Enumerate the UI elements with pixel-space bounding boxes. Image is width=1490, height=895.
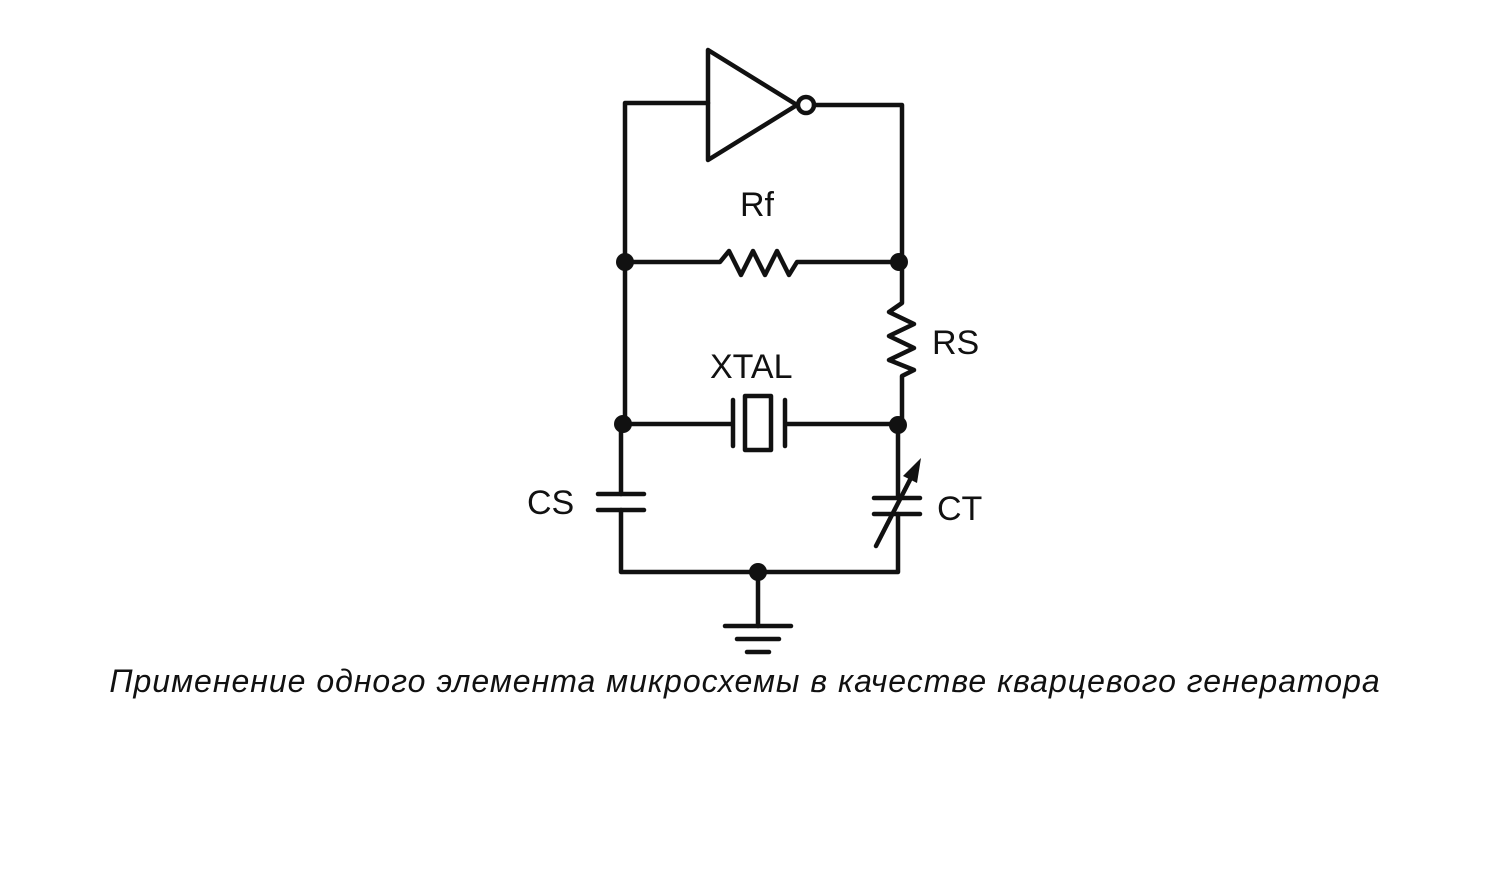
inverter-bubble <box>795 94 817 116</box>
trimmer-arrow-shaft <box>873 469 917 549</box>
figure-caption: Применение одного элемента микросхемы в … <box>109 663 1381 699</box>
junction-dot <box>616 253 634 271</box>
crystal-label: XTAL <box>710 348 793 386</box>
series-resistor: RS <box>886 259 979 428</box>
inverter-gate <box>622 47 905 265</box>
resistor-rf-label: Rf <box>740 186 775 224</box>
crystal-body <box>742 393 774 453</box>
resistor-rs-label: RS <box>932 324 979 362</box>
wire-cs-bottom <box>618 507 761 575</box>
trimmer-arrow-head-icon <box>903 458 921 483</box>
ground-symbol-icon <box>722 569 794 655</box>
junction-dot <box>889 416 907 434</box>
junction-dots <box>614 253 908 581</box>
crystal-xtal: XTAL <box>622 348 905 453</box>
wire-input-to-inverter <box>622 100 711 265</box>
resistor-rs-symbol <box>886 259 917 428</box>
capacitor-cs-label: CS <box>527 484 574 522</box>
junction-dot <box>614 415 632 433</box>
trimmer-capacitor-ct: CT <box>755 421 982 575</box>
capacitor-cs: CS <box>527 421 761 575</box>
capacitor-ct-label: CT <box>937 490 982 528</box>
feedback-resistor: Rf <box>622 186 905 278</box>
junction-dot <box>749 563 767 581</box>
wire-ct-bottom <box>755 511 901 575</box>
wire-inverter-output <box>811 102 905 265</box>
resistor-rf-symbol <box>622 248 905 278</box>
junction-dot <box>890 253 908 271</box>
inverter-triangle <box>705 47 800 163</box>
